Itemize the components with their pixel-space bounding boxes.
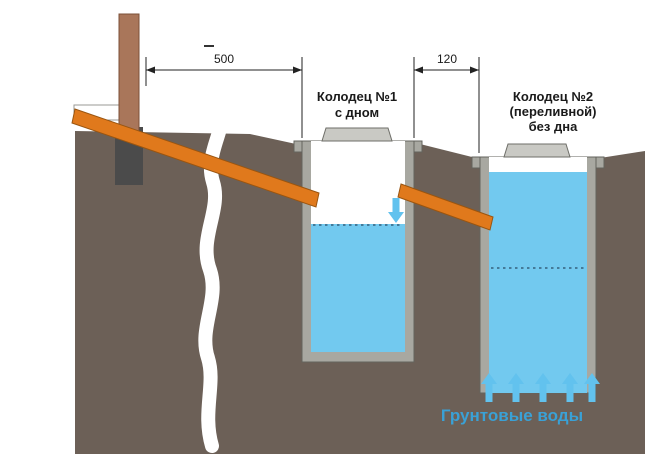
dimension-500: 500 <box>145 45 303 138</box>
well2-label: Колодец №2 (переливной) без дна <box>510 89 597 134</box>
well2-water <box>489 172 587 393</box>
well1-lid <box>321 127 393 142</box>
dim-arrowhead-icon <box>293 66 302 74</box>
groundwater-arrow-icon <box>481 373 497 402</box>
groundwater-arrow-icon <box>584 373 600 402</box>
groundwater-arrow-icon <box>508 373 524 402</box>
inlet-pipe <box>71 108 320 208</box>
well2-label-line3: без дна <box>529 119 578 134</box>
well1-label-line1: Колодец №1 <box>317 89 397 104</box>
well1-water <box>311 224 405 352</box>
well-1 <box>293 127 423 363</box>
groundwater-arrow-icon <box>535 373 551 402</box>
water-drop-arrow-icon <box>388 198 404 223</box>
groundwater-arrow-icon <box>562 373 578 402</box>
groundwater-label: Грунтовые воды <box>441 406 583 425</box>
groundwater-arrows <box>481 373 600 402</box>
well-2 <box>471 143 605 394</box>
well1-collar-left <box>293 140 303 153</box>
well2-label-line1: Колодец №2 <box>513 89 593 104</box>
dim-arrowhead-icon <box>146 66 155 74</box>
well1-collar-right <box>413 140 423 153</box>
well1-label: Колодец №1 с дном <box>317 89 397 120</box>
wooden-post <box>118 13 140 135</box>
wavy-drain-pipe <box>198 85 231 453</box>
dim-500-value: 500 <box>214 52 234 66</box>
well2-collar-right <box>595 156 605 169</box>
overflow-pipe <box>397 183 494 231</box>
well2-collar-left <box>471 156 481 169</box>
dimension-120: 120 <box>413 52 480 153</box>
dim-120-value: 120 <box>437 52 457 66</box>
dim-arrowhead-icon <box>414 66 423 74</box>
well1-label-line2: с дном <box>335 105 379 120</box>
well2-lid <box>503 143 571 158</box>
dim-arrowhead-icon <box>470 66 479 74</box>
well2-label-line2: (переливной) <box>510 104 597 119</box>
